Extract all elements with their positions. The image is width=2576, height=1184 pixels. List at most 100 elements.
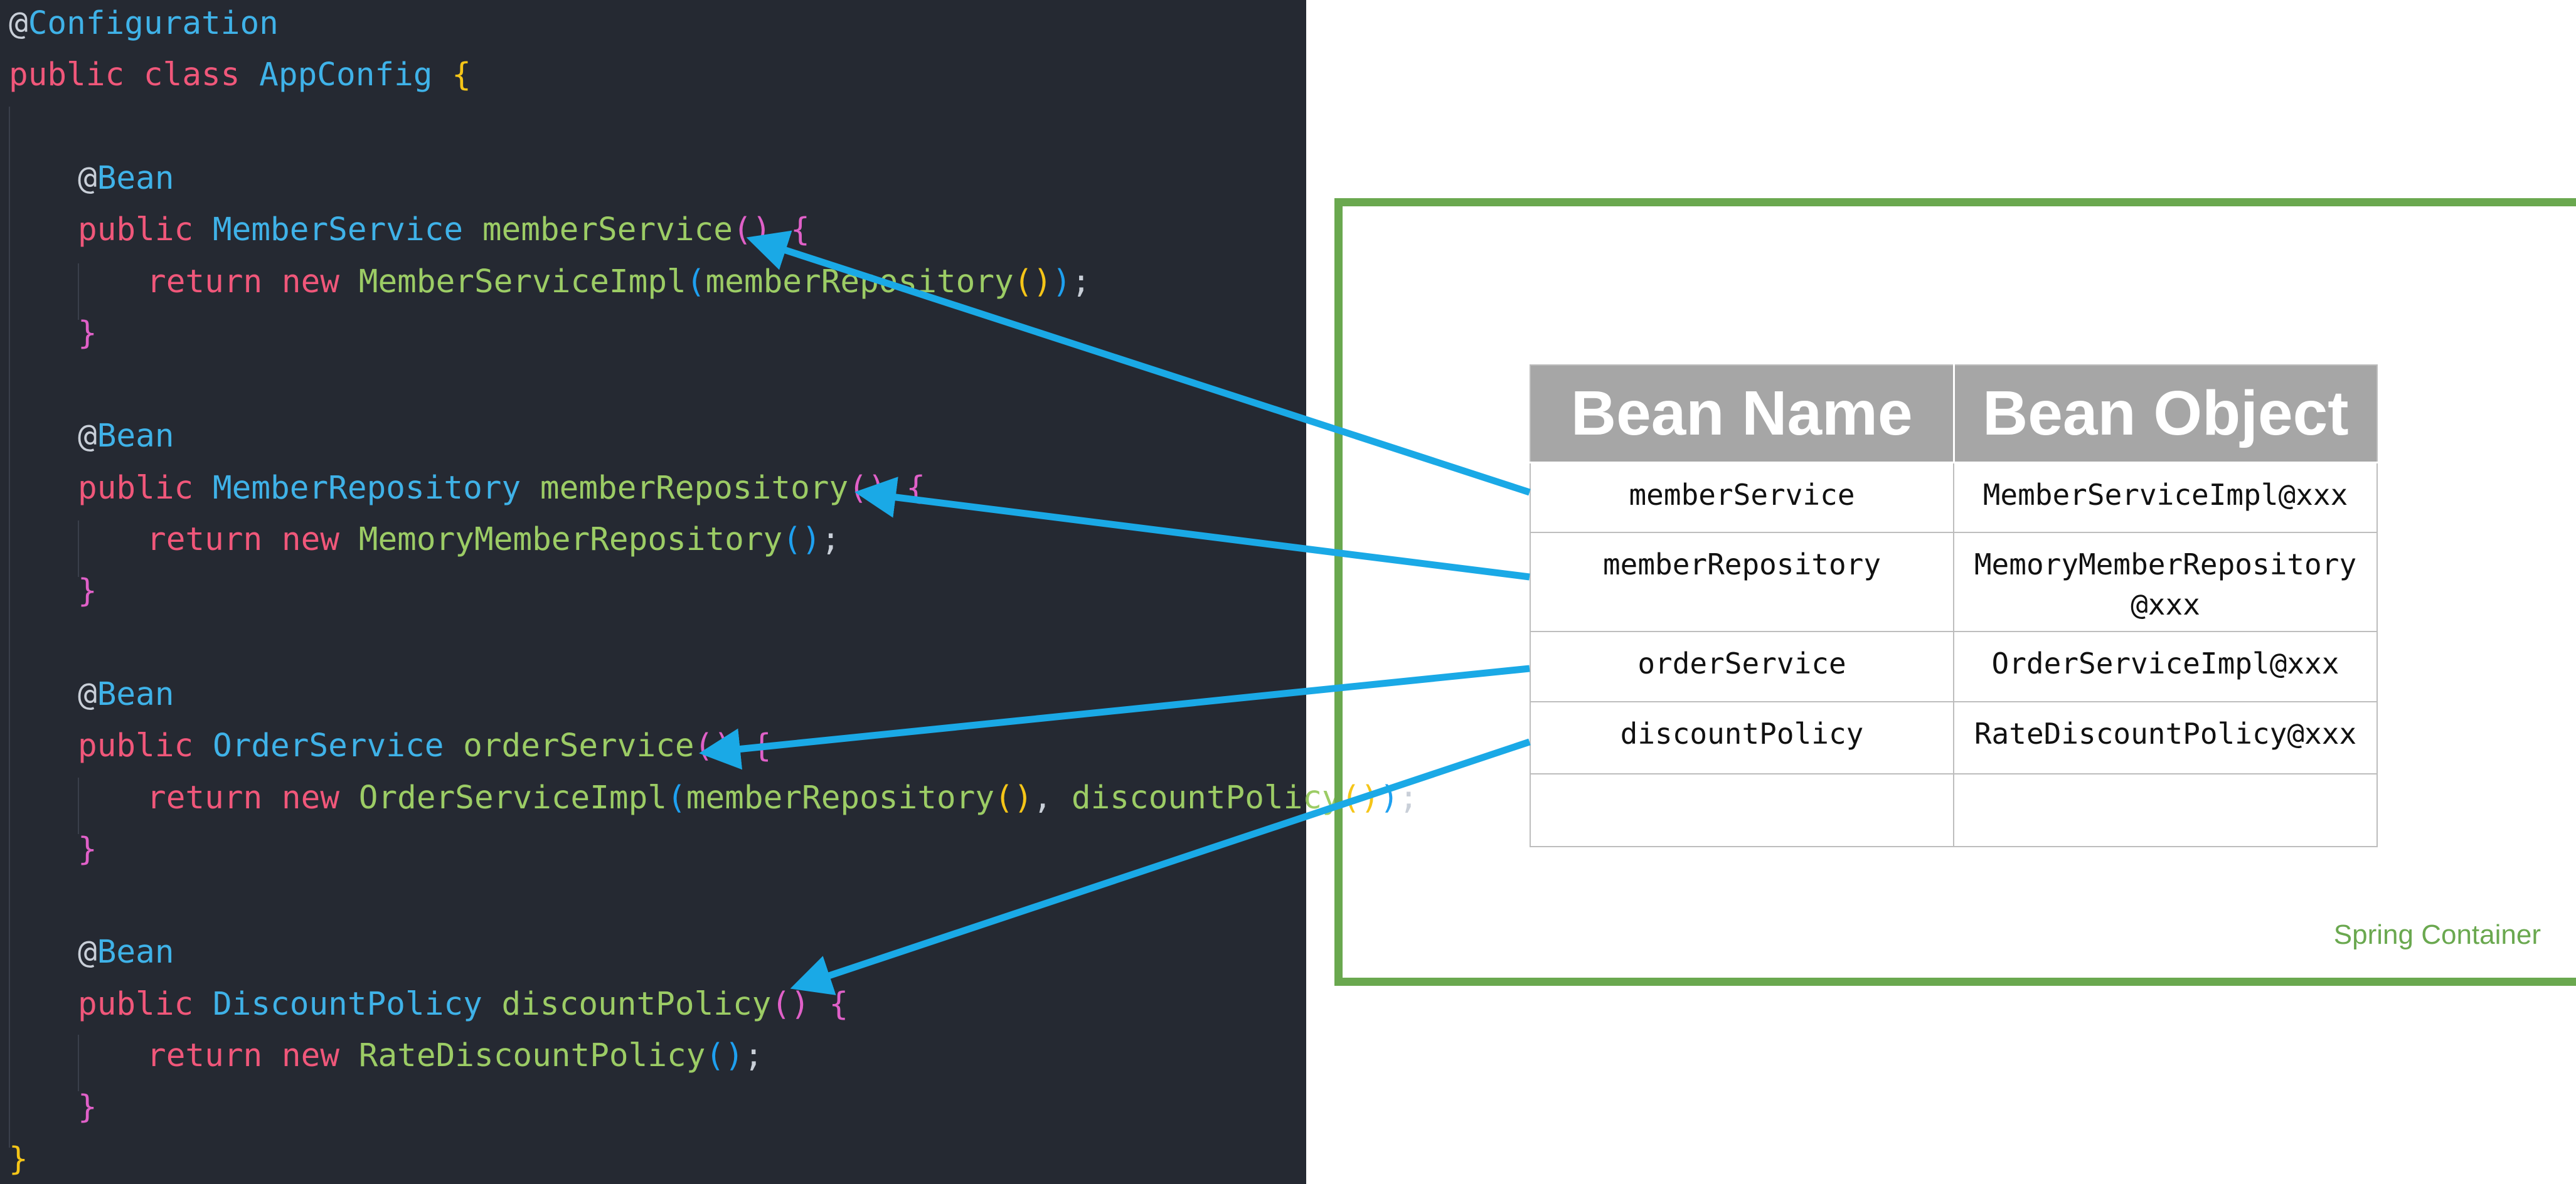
code-token: return new [147,779,359,817]
code-token: MemberRepository [212,469,521,507]
bean-name-cell: memberRepository [1530,532,1954,632]
code-line: } [78,824,97,875]
arrow-memberRepository [854,477,1530,581]
code-token: discountPolicy [482,985,772,1023]
code-token: @ [78,675,97,713]
bean-object-cell: MemoryMemberRepository @xxx [1953,532,2378,632]
code-token: { [432,56,471,94]
spring-container-label: Spring Container [2333,919,2541,950]
bean-name-cell [1530,773,1954,847]
code-token: ) [1052,263,1072,300]
code-line: public OrderService orderService() { [78,721,771,772]
code-token: OrderService [212,727,444,765]
code-line: @Bean [78,153,174,204]
bean-row: memberRepository MemoryMemberRepository … [1530,532,2378,632]
bean-object-cell: RateDiscountPolicy@xxx [1953,701,2378,774]
arrow-discountPolicy [790,738,1531,995]
code-token: , [1033,779,1072,817]
code-line: return new OrderServiceImpl(memberReposi… [147,773,1418,824]
code-line: return new MemoryMemberRepository(); [147,514,840,566]
code-token: Bean [97,934,174,971]
code-token: MemoryMemberRepository [358,521,783,558]
code-token: discountPolicy [1071,779,1341,817]
code-token: return new [147,521,359,558]
code-token: Bean [97,675,174,713]
code-token: ( [686,263,706,300]
code-line: public DiscountPolicy discountPolicy() { [78,979,848,1030]
code-token: } [78,314,97,352]
code-token: MemberService [212,211,464,249]
code-token: @ [78,934,97,971]
indent-guide [78,263,79,320]
code-token: } [9,1140,28,1178]
spring-container-box [1334,198,2576,986]
code-line: @Bean [78,927,174,978]
code-token: DiscountPolicy [212,985,482,1023]
code-token: orderService [444,727,695,765]
indent-guide [78,1035,79,1091]
code-token: () [782,521,821,558]
bean-object-header: Bean Object [1952,365,2377,463]
arrow-orderService [699,665,1530,770]
indent-guide [78,521,79,577]
code-token: AppConfig [259,56,433,94]
code-token: () [994,779,1033,817]
code-token: Bean [97,418,174,455]
code-line: return new RateDiscountPolicy(); [147,1030,764,1082]
code-token: () [1013,263,1053,300]
code-token: public [78,727,213,765]
bean-table: Bean Name Bean Object memberService Memb… [1530,364,2378,847]
code-token: memberRepository [686,779,995,817]
code-token: public [78,469,213,507]
code-line: public MemberService memberService() { [78,204,810,256]
code-token: public class [9,56,260,94]
code-line: @Configuration [9,0,279,50]
bean-table-header-row: Bean Name Bean Object [1530,365,2377,463]
bean-object-cell: MemberServiceImpl@xxx [1953,462,2378,533]
bean-name-header: Bean Name [1530,365,1955,463]
code-token: @ [78,418,97,455]
code-line: } [9,1134,28,1184]
code-line: } [78,566,97,617]
indent-guide [78,778,79,834]
code-token: public [78,985,213,1023]
code-token: @ [9,5,28,42]
bean-row [1530,773,2378,847]
code-token: () [705,1037,744,1074]
code-line: @Bean [78,411,174,462]
code-line: } [78,1082,97,1133]
code-token: } [78,573,97,610]
code-token: MemberServiceImpl [358,263,686,300]
code-token: } [78,1089,97,1126]
code-token: @ [78,159,97,197]
bean-name-cell: discountPolicy [1530,701,1954,774]
code-token: ; [1071,263,1091,300]
code-token: memberRepository [521,469,849,507]
code-token: memberService [463,211,733,249]
bean-row: memberService MemberServiceImpl@xxx [1530,462,2378,533]
code-token: public [78,211,213,249]
code-token: return new [147,263,359,300]
code-line: return new MemberServiceImpl(memberRepos… [147,256,1091,308]
indent-guide [9,107,10,1148]
bean-object-cell: OrderServiceImpl@xxx [1953,631,2378,702]
code-token: ; [743,1037,764,1074]
code-token: ( [667,779,686,817]
bean-name-cell: memberService [1530,462,1954,533]
code-token: RateDiscountPolicy [358,1037,706,1074]
code-token: OrderServiceImpl [358,779,668,817]
code-token: ; [821,521,841,558]
code-token: Configuration [28,5,279,42]
code-line: @Bean [78,669,174,721]
code-line: public class AppConfig { [9,50,471,101]
code-token: } [78,830,97,868]
bean-row: orderService OrderServiceImpl@xxx [1530,631,2378,702]
arrow-memberService [746,230,1531,496]
bean-object-cell [1953,773,2378,847]
code-token: Bean [97,159,174,197]
bean-row: discountPolicy RateDiscountPolicy@xxx [1530,701,2378,774]
code-line: } [78,308,97,359]
